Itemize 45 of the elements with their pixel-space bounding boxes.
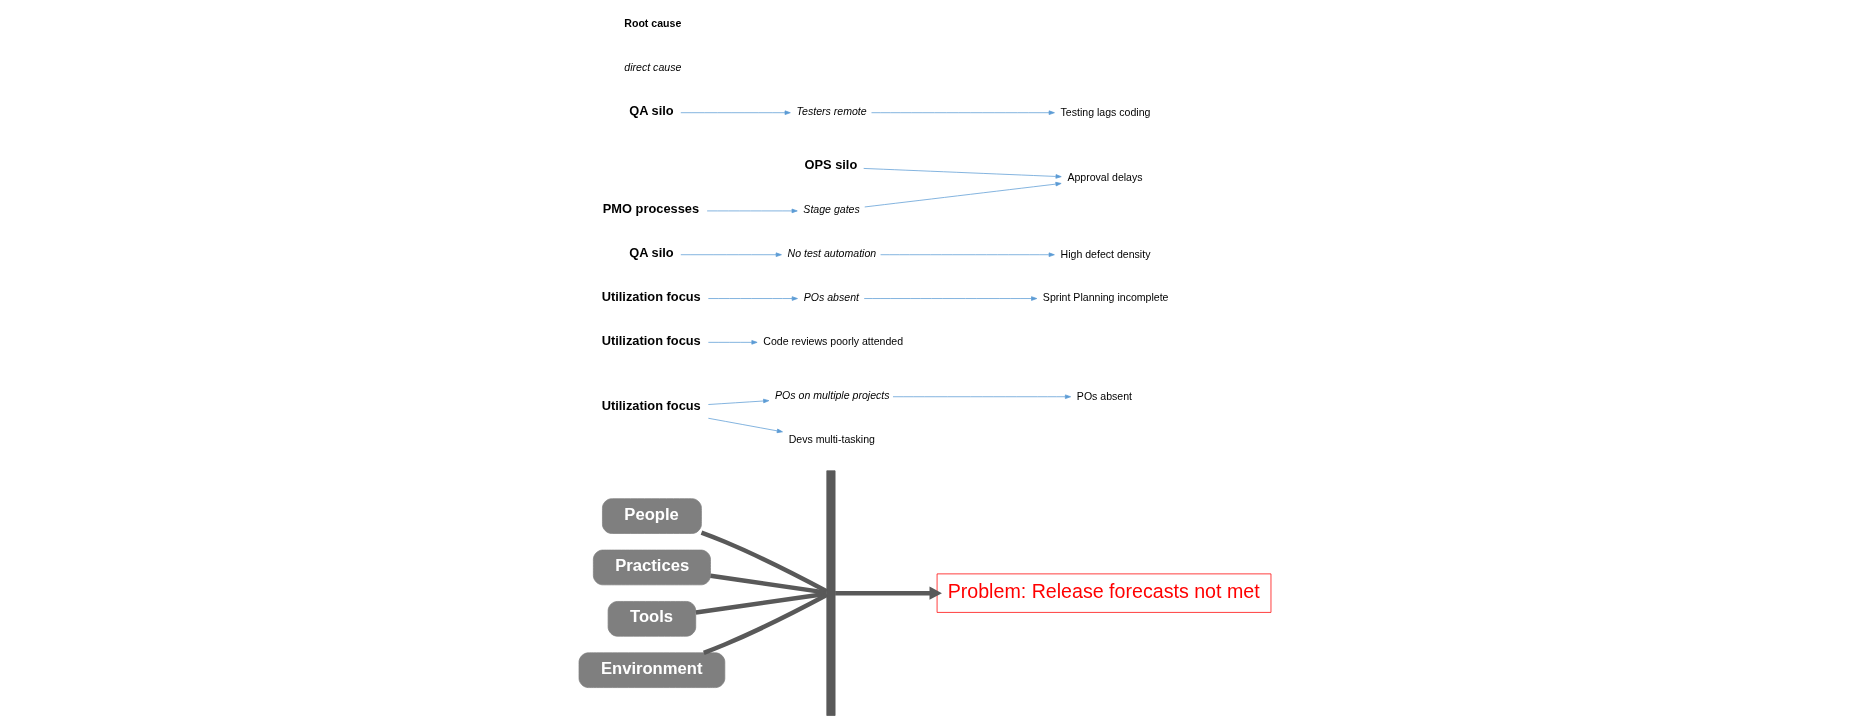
node-text: Utilization focus bbox=[601, 398, 701, 414]
node-text: Stage gates bbox=[802, 202, 860, 215]
label: Root cause bbox=[623, 17, 681, 30]
arrow bbox=[679, 252, 782, 257]
node-text: High defect density bbox=[1060, 247, 1150, 260]
connector bbox=[702, 593, 828, 655]
arrow bbox=[706, 208, 798, 214]
node-text: Testers remote bbox=[796, 104, 867, 117]
node-box: Problem: Release forecasts not met bbox=[936, 573, 1271, 613]
node-text: Sprint Planning incomplete bbox=[1042, 291, 1168, 304]
node-text: POs absent bbox=[1076, 389, 1132, 402]
arrow bbox=[892, 394, 1071, 399]
node-text: Utilization focus bbox=[601, 288, 701, 304]
node-text: QA silo bbox=[628, 103, 674, 119]
arrow bbox=[707, 340, 757, 345]
node-text: POs on multiple projects bbox=[774, 388, 890, 401]
node-text: POs absent bbox=[803, 290, 859, 303]
arrow bbox=[879, 252, 1055, 257]
node-box: People bbox=[601, 498, 702, 534]
arrow bbox=[679, 110, 791, 115]
node-text: Approval delays bbox=[1066, 171, 1143, 184]
node-text: PMO processes bbox=[602, 201, 699, 217]
node-text: QA silo bbox=[628, 245, 674, 261]
arrow bbox=[707, 417, 783, 434]
arrow bbox=[863, 181, 1062, 208]
label: direct cause bbox=[623, 60, 681, 73]
node-text: Utilization focus bbox=[601, 332, 701, 348]
node-text: Devs multi-tasking bbox=[788, 433, 875, 446]
arrow bbox=[862, 168, 1062, 179]
connector bbox=[695, 591, 827, 615]
arrow bbox=[863, 296, 1037, 301]
node-text: OPS silo bbox=[804, 157, 857, 173]
node-text: Code reviews poorly attended bbox=[762, 335, 903, 348]
node-box: Environment bbox=[578, 652, 725, 688]
connector bbox=[709, 573, 827, 595]
arrow bbox=[834, 586, 942, 600]
node-text: No test automation bbox=[787, 246, 876, 259]
arrow bbox=[870, 110, 1055, 115]
arrow bbox=[707, 296, 798, 301]
connector bbox=[700, 530, 828, 594]
arrow bbox=[707, 398, 769, 405]
node-box: Practices bbox=[592, 549, 711, 586]
node-bar bbox=[825, 470, 835, 716]
node-text: Testing lags coding bbox=[1060, 105, 1150, 118]
node-box: Tools bbox=[607, 601, 696, 637]
